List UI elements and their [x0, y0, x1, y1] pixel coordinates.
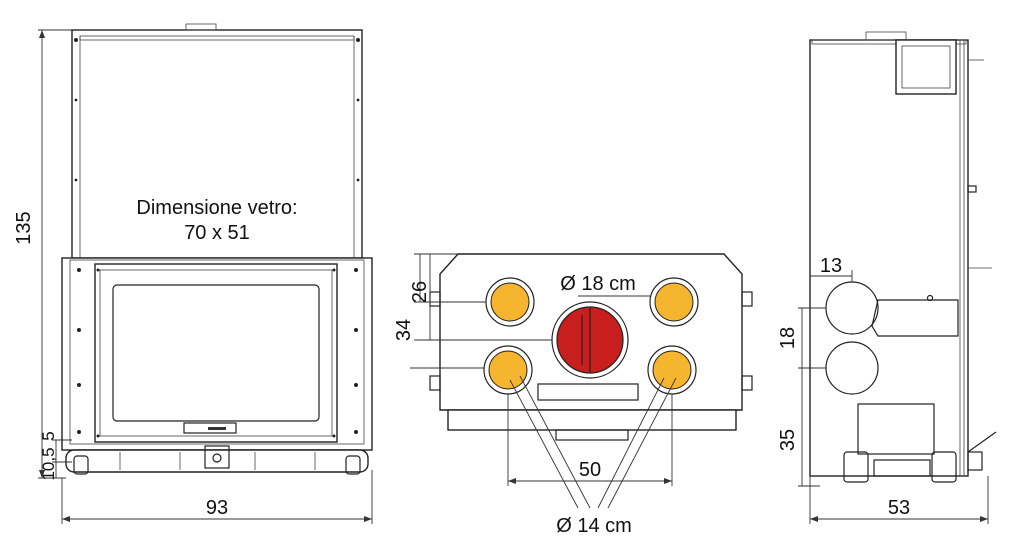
duct-top-right: [649, 277, 699, 327]
side-lower-chamber: [857, 403, 935, 455]
glass-size-label: Dimensione vetro:: [136, 197, 297, 219]
duct-bottom-left: [483, 345, 533, 395]
front-foot-label-a: 10,5: [39, 447, 58, 480]
top-spacing-label: 50: [579, 459, 601, 481]
side-dim-18-label: 18: [777, 327, 799, 349]
side-duct-panel: [871, 299, 959, 337]
front-door-handle[interactable]: [183, 422, 237, 434]
front-top-bracket: [185, 23, 217, 31]
front-foot-left: [73, 455, 89, 475]
top-vertical-dimensions: [410, 253, 552, 369]
front-base-lever[interactable]: [204, 445, 230, 469]
top-view: Ø 18 cm 26 34 50 Ø 14 cm: [393, 253, 753, 537]
front-hood: [71, 29, 363, 259]
top-dim-34-label: 34: [393, 319, 415, 341]
side-depth-label: 53: [888, 497, 910, 519]
front-base: [65, 449, 369, 473]
front-hood-dots: [74, 38, 360, 182]
side-top-bracket: [865, 31, 907, 41]
side-depth-dimension: [809, 476, 989, 524]
glass-size-value: 70 x 51: [184, 222, 250, 244]
duct-bottom-right: [647, 345, 697, 395]
top-dim-26-label: 26: [409, 281, 431, 303]
front-view: Dimensione vetro: 70 x 51 135 10,5 5 93: [13, 23, 373, 524]
front-foot-right: [345, 455, 361, 475]
front-width-dimension: [61, 470, 373, 524]
side-dim-13: [810, 270, 853, 282]
top-spacing-dimension: [507, 394, 673, 486]
front-height-label: 135: [13, 211, 35, 244]
front-glass: [112, 284, 320, 422]
front-foot-dimension: [52, 439, 72, 478]
side-body: [809, 39, 969, 477]
front-door-frame: [94, 263, 338, 443]
side-view: 13 18 35 53: [777, 31, 997, 524]
front-height-dimension: [38, 29, 72, 479]
side-dim-35-label: 35: [777, 429, 799, 451]
top-lower-tab: [555, 429, 629, 441]
duct-diameter-leaders: [509, 375, 677, 509]
front-frame-dots: [77, 268, 358, 438]
top-air-slot: [537, 383, 639, 401]
front-width-label: 93: [206, 497, 228, 519]
front-foot-label-b: 5: [39, 431, 58, 440]
side-dim-13-label: 13: [820, 255, 842, 277]
side-top-box: [895, 39, 957, 95]
side-dim-35: [798, 367, 820, 487]
flue-diameter-label: Ø 18 cm: [560, 273, 636, 295]
duct-diameter-label: Ø 14 cm: [556, 515, 632, 537]
duct-top-left: [485, 277, 535, 327]
top-lower-plate: [447, 409, 737, 431]
